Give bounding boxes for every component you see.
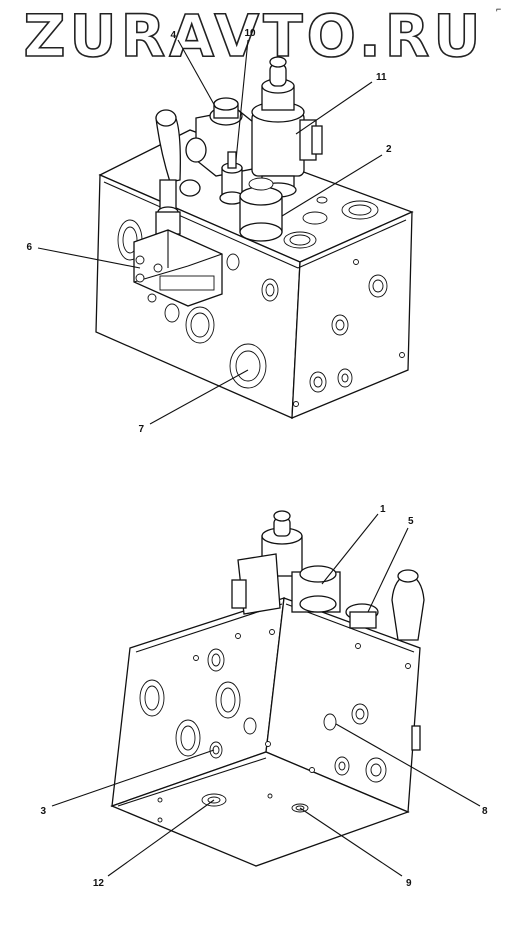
callout-12: 12 [93,878,105,889]
callout-5: 5 [408,516,414,527]
bottom-valve-block [110,510,425,867]
callout-6: 6 [26,242,32,253]
top-leader-lines [37,39,383,425]
callout-9: 9 [406,878,412,889]
callout-1: 1 [380,504,386,515]
callout-4: 4 [170,30,176,41]
callout-3: 3 [40,806,46,817]
callout-2: 2 [386,144,392,155]
callout-11: 11 [376,72,387,83]
watermark-text: ZURAVTO.RU [23,2,484,70]
top-valve-block [95,56,414,419]
corner-mark: ⌐ [496,4,501,14]
callout-10: 10 [244,28,256,39]
callout-7: 7 [138,424,144,435]
callout-8: 8 [482,806,488,817]
bottom-leader-lines [51,513,481,877]
